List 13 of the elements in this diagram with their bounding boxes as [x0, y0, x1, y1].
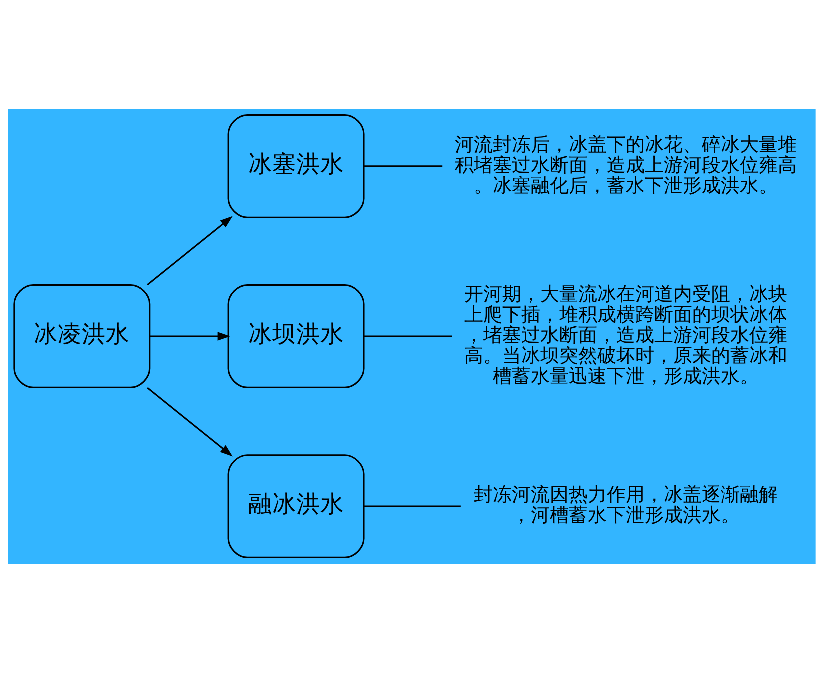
connector [364, 166, 443, 168]
node-box: 融冰洪水 [228, 454, 365, 558]
node-box: 冰凌洪水 [14, 284, 151, 388]
node-text: 河流封冻后，冰盖下的冰花、碎冰大量堆积堵塞过水断面，造成上游河段水位雍高。冰塞融化后，蓄水下泄形成洪水。 [455, 134, 798, 197]
node-box: 冰坝洪水 [228, 284, 365, 388]
node-box: 冰塞洪水 [228, 114, 365, 218]
node-text: 开河期，大量流冰在河道内受阻，冰块上爬下插，堆积成横跨断面的坝状冰体，堵塞过水断面，造成上游河段水位雍高。当冰坝突然破坏时，原来的蓄冰和槽蓄水量迅速下泄，形成洪水。 [464, 283, 788, 388]
arrow [147, 216, 233, 286]
connector [364, 506, 461, 508]
arrow [150, 332, 230, 341]
node-text: 封冻河流因热力作用，冰盖逐渐融解，河槽蓄水下泄形成洪水。 [474, 484, 778, 527]
arrow [147, 387, 233, 457]
connector [364, 336, 452, 338]
